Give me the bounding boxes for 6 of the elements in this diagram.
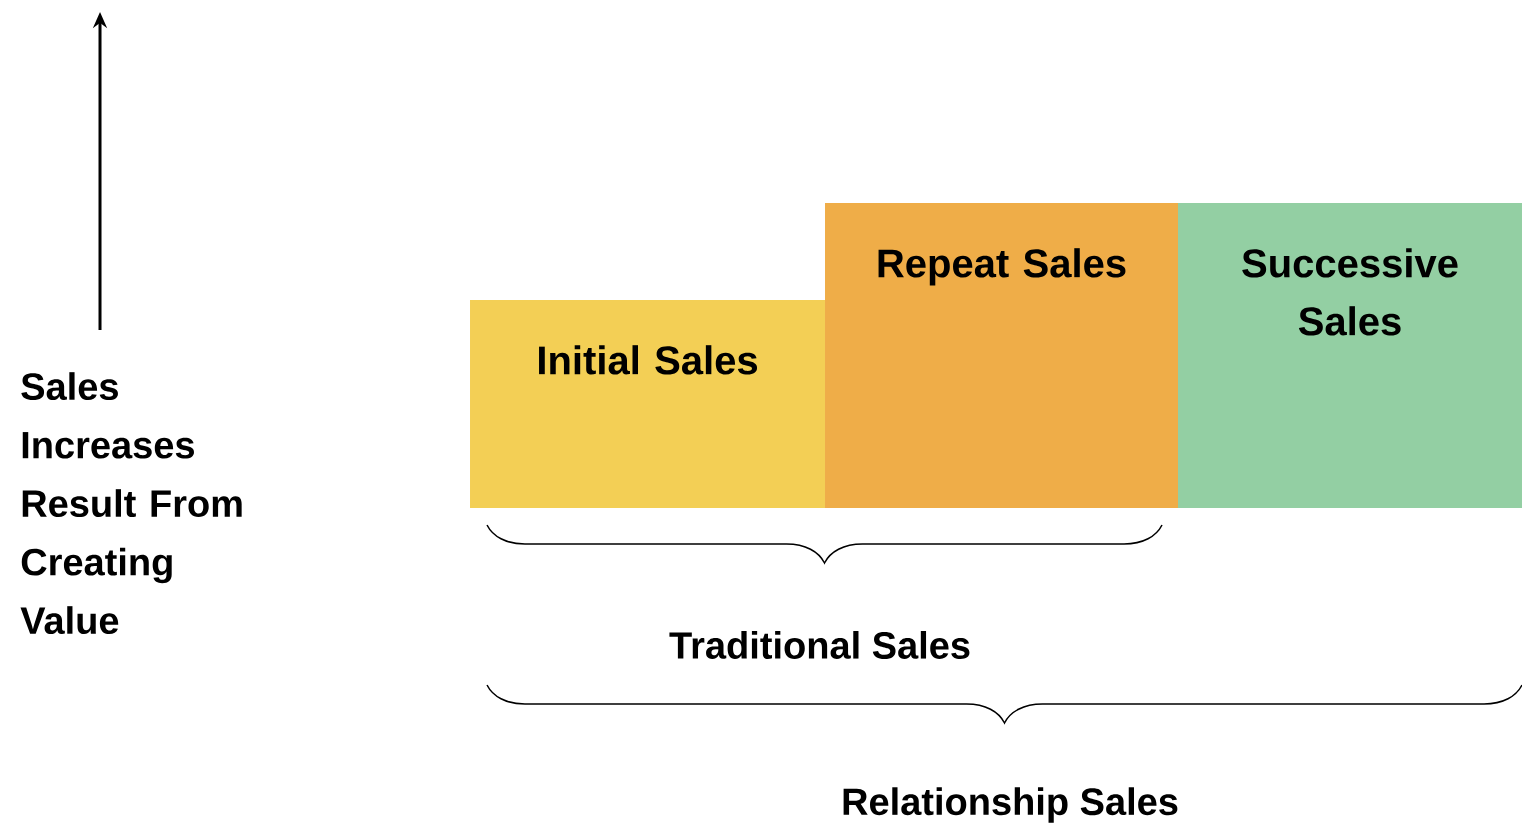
sales-block: Initial Sales [470, 300, 825, 508]
brace-label: Relationship Sales [843, 787, 1178, 823]
axis-label: Sales Increases Result From Creating Value [20, 372, 242, 635]
sales-block: Repeat Sales [825, 203, 1178, 508]
sales-block: Successive Sales [1178, 203, 1522, 508]
brace-label: Traditional Sales [669, 631, 970, 659]
